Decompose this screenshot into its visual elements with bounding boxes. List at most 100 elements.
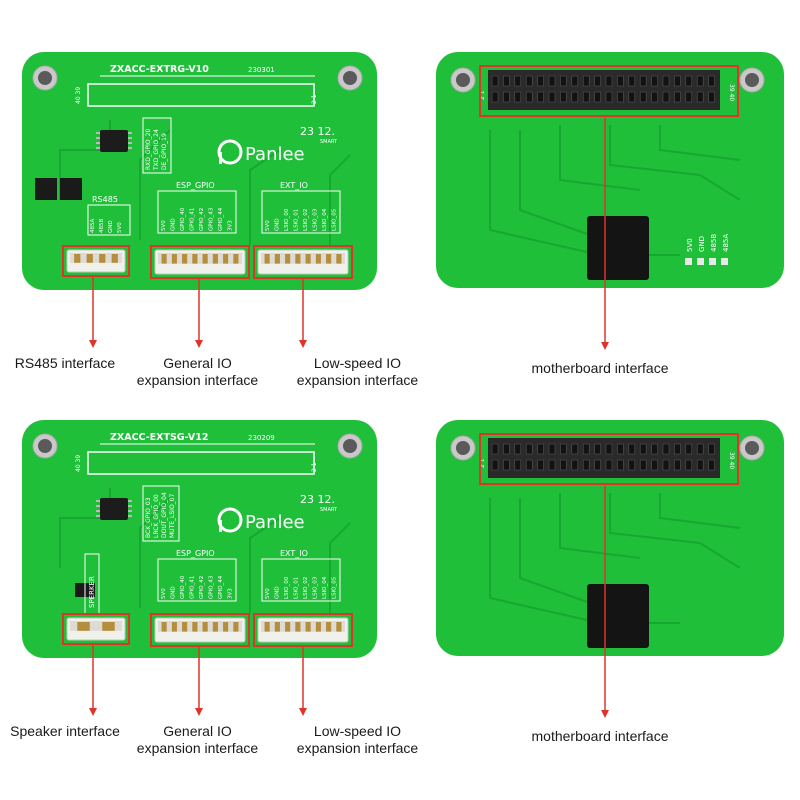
connector-slot: [261, 253, 345, 264]
side-pin-label: DE_GPIO_19: [161, 133, 168, 170]
header-pin: [594, 91, 601, 103]
arrow-gpio-connector: [195, 278, 203, 348]
arrow-motherboard: [601, 486, 609, 718]
connector-pin: [274, 622, 280, 632]
header-pin: [571, 91, 579, 103]
connector-pin: [285, 254, 291, 264]
header-pin-label-40-39: 40 39: [75, 87, 82, 104]
connector-pin: [182, 622, 188, 632]
ic-leg: [96, 515, 100, 517]
connector-pin: [202, 622, 208, 632]
header-pin: [605, 75, 613, 87]
highlight-motherboard-header: [479, 433, 739, 485]
header-pin: [708, 75, 715, 87]
silk-box: [261, 190, 341, 234]
header-pin: [571, 443, 579, 455]
header-pin: [560, 443, 567, 455]
connector-slot: [261, 621, 345, 632]
header-pin: [696, 459, 704, 471]
left-pin-label: GND: [108, 220, 114, 233]
trace: [329, 522, 351, 613]
arrow-head: [195, 340, 203, 348]
connector-pin: [264, 254, 270, 264]
header-pin: [594, 459, 601, 471]
side-pin-label: RXD_GPIO_20: [145, 129, 152, 170]
header-pin: [582, 75, 590, 87]
connector-pin: [315, 622, 321, 632]
left-pin-label: 485B: [99, 219, 105, 233]
header-pin: [639, 91, 647, 103]
header-pin: [560, 91, 567, 103]
gpio-pin-label: GPIO_44: [218, 575, 224, 599]
label-motherboard-bottom: motherboard interface: [531, 728, 669, 744]
header-pin: [571, 459, 579, 471]
trace: [329, 154, 351, 245]
trace: [559, 125, 641, 191]
connector-pin: [295, 622, 301, 632]
label-speaker-interface: Speaker interface: [10, 723, 120, 739]
header-pin: [628, 75, 636, 87]
arrow-gpio-connector: [195, 646, 203, 716]
gpio-pin-label: GPIO_42: [199, 208, 205, 231]
connector-pin: [285, 622, 291, 632]
pcb-body: [22, 52, 377, 290]
pad-label: GND: [698, 236, 706, 252]
header-outline: [87, 451, 315, 475]
trace: [519, 498, 591, 604]
header-pin: [514, 91, 522, 103]
ic-leg: [96, 147, 100, 149]
pcb-body: [436, 420, 784, 656]
left-connector-title: RS485: [92, 195, 118, 204]
pad-label: 5V0: [686, 238, 694, 252]
mounting-hole-center: [745, 441, 759, 455]
highlight-gpio-connector: [150, 245, 250, 279]
connector-pin: [102, 622, 115, 631]
highlight-motherboard-header: [479, 65, 739, 117]
header-right-label: 39 40: [728, 84, 735, 101]
header-pin: [560, 459, 567, 471]
tvs-diode: [60, 178, 82, 200]
header-pin: [537, 459, 544, 471]
left-pin-label: 485A: [90, 219, 96, 233]
pin-header: [488, 438, 720, 478]
highlight-left-connector: [62, 245, 130, 277]
brand-sub: SMART: [320, 139, 338, 145]
ic-leg: [96, 132, 100, 134]
gpio-pin-label: GPIO_40: [180, 575, 186, 599]
trace: [249, 149, 281, 245]
header-pin: [514, 443, 522, 455]
header-pin: [491, 91, 499, 103]
board-date: 230301: [248, 66, 275, 74]
ic-leg: [128, 500, 132, 502]
header-pin: [651, 459, 658, 471]
header-body: [488, 438, 720, 478]
mounting-hole-center: [456, 441, 470, 455]
header-pin: [525, 459, 533, 471]
ext-pin-label: LSIO_05: [332, 208, 338, 231]
left-pin-label: 5V0: [117, 222, 123, 233]
ext-pin-label: LSIO_05: [332, 576, 338, 599]
header-pin: [617, 75, 624, 87]
trace: [559, 493, 641, 559]
gpio-title: ESP_GPIO: [176, 181, 215, 190]
ext-pin-label: GND: [275, 218, 281, 231]
header-pin: [696, 443, 704, 455]
trace: [609, 493, 741, 569]
tvs-diode: [35, 178, 57, 200]
connector-pin: [111, 254, 118, 263]
ext-connector: [257, 249, 349, 275]
header-pin: [696, 91, 704, 103]
connector-pin: [305, 254, 311, 264]
header-pin: [708, 443, 715, 455]
gpio-pin-label: GPIO_41: [190, 208, 196, 231]
pcb-body: [22, 420, 377, 658]
black-module: [587, 216, 649, 280]
header-pin: [571, 75, 579, 87]
header-pin: [639, 443, 647, 455]
side-pin-label: BCK_GPIO_03: [145, 497, 152, 538]
